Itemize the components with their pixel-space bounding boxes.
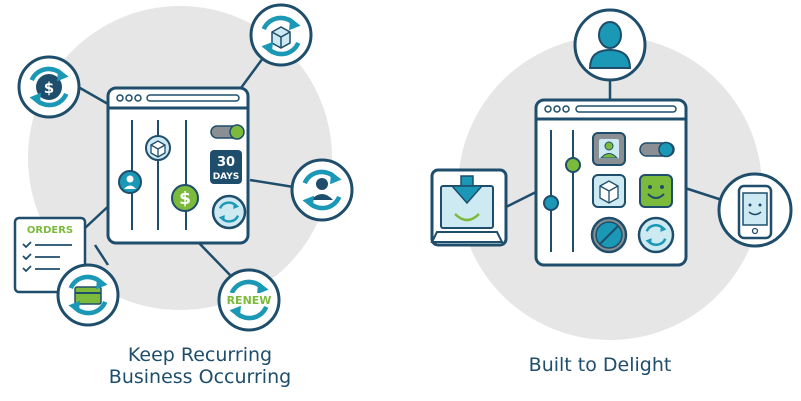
right-caption: Built to Delight: [470, 354, 730, 376]
phone-smile-icon: [717, 172, 793, 248]
orders-label: ORDERS: [27, 225, 73, 236]
smile-tile-icon: [639, 174, 673, 208]
refresh-button-icon: [637, 216, 675, 254]
left-caption: Keep Recurring Business Occurring: [40, 344, 360, 388]
refresh-button-icon: [211, 194, 247, 230]
right-illustration: [430, 8, 793, 340]
renew-label: RENEW: [227, 294, 272, 307]
credit-card-recurring-icon: [56, 263, 120, 327]
address-bar: [575, 105, 677, 113]
user-recurring-icon: [290, 158, 354, 222]
svg-text:$: $: [179, 189, 191, 209]
left-illustration: $ 30 DAYS $: [13, 3, 354, 332]
days-badge: [210, 150, 242, 184]
address-bar: [146, 94, 240, 102]
dollar-knob-icon: [171, 184, 199, 212]
window-dot: [544, 105, 552, 113]
user-avatar-icon: [573, 8, 647, 82]
renew-icon: RENEW: [217, 268, 281, 332]
laptop-download-icon: [430, 168, 508, 247]
slider-knob: [543, 195, 559, 211]
svg-text:$: $: [44, 79, 54, 97]
window-dot: [134, 94, 142, 102]
right-caption-text: Built to Delight: [528, 354, 672, 376]
left-app-window: $ 30 DAYS: [106, 86, 250, 245]
badge-days-unit: DAYS: [213, 172, 240, 182]
left-caption-line2: Business Occurring: [108, 366, 292, 388]
window-dot: [562, 105, 570, 113]
window-dot: [553, 105, 561, 113]
badge-days-number: 30: [217, 155, 235, 170]
left-caption-line1: Keep Recurring: [127, 344, 273, 366]
window-dot: [116, 94, 124, 102]
dollar-recurring-icon: $: [17, 55, 81, 119]
slider-knob: [565, 157, 581, 173]
box-recurring-icon: [249, 3, 313, 67]
right-app-window: [534, 98, 688, 267]
window-dot: [125, 94, 133, 102]
